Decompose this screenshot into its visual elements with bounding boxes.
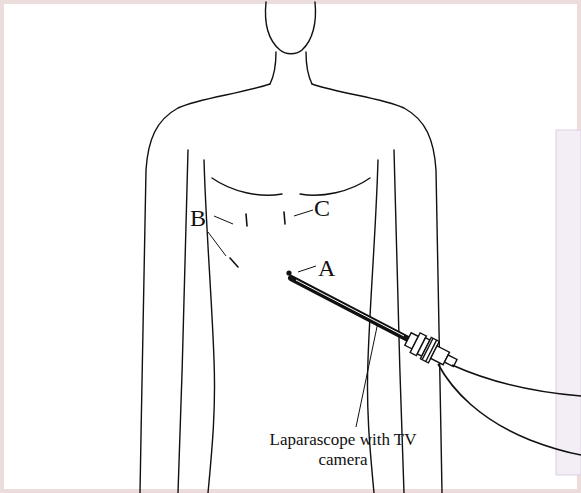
camera-head [444, 355, 457, 367]
torso-outline [140, 2, 442, 493]
left-inner-arm [178, 150, 188, 493]
neck [306, 52, 312, 84]
head [266, 2, 316, 54]
right-pectoral [300, 178, 370, 195]
light-cable [438, 364, 581, 455]
incision [246, 214, 247, 226]
laparoscope [291, 278, 581, 455]
incision [230, 212, 285, 267]
left-arm [140, 84, 270, 493]
port-label: C [314, 194, 340, 223]
left-pectoral [212, 178, 282, 195]
incision [230, 258, 238, 267]
side-panel [556, 130, 581, 475]
leader-line [208, 232, 226, 256]
port-a [286, 270, 291, 275]
port-label: A [318, 254, 344, 283]
leader-line [294, 210, 313, 216]
port-label: B [190, 204, 216, 233]
incision [284, 212, 285, 224]
leader-line [298, 266, 316, 272]
camera-cable [452, 365, 581, 396]
scope-shaft [296, 280, 404, 336]
leader-line [356, 322, 378, 427]
neck [270, 52, 276, 84]
instrument-label: Laparascope with TV camera [258, 430, 428, 470]
scope-shaft [291, 278, 408, 339]
leader-line [208, 210, 378, 427]
leader-line [214, 216, 233, 224]
